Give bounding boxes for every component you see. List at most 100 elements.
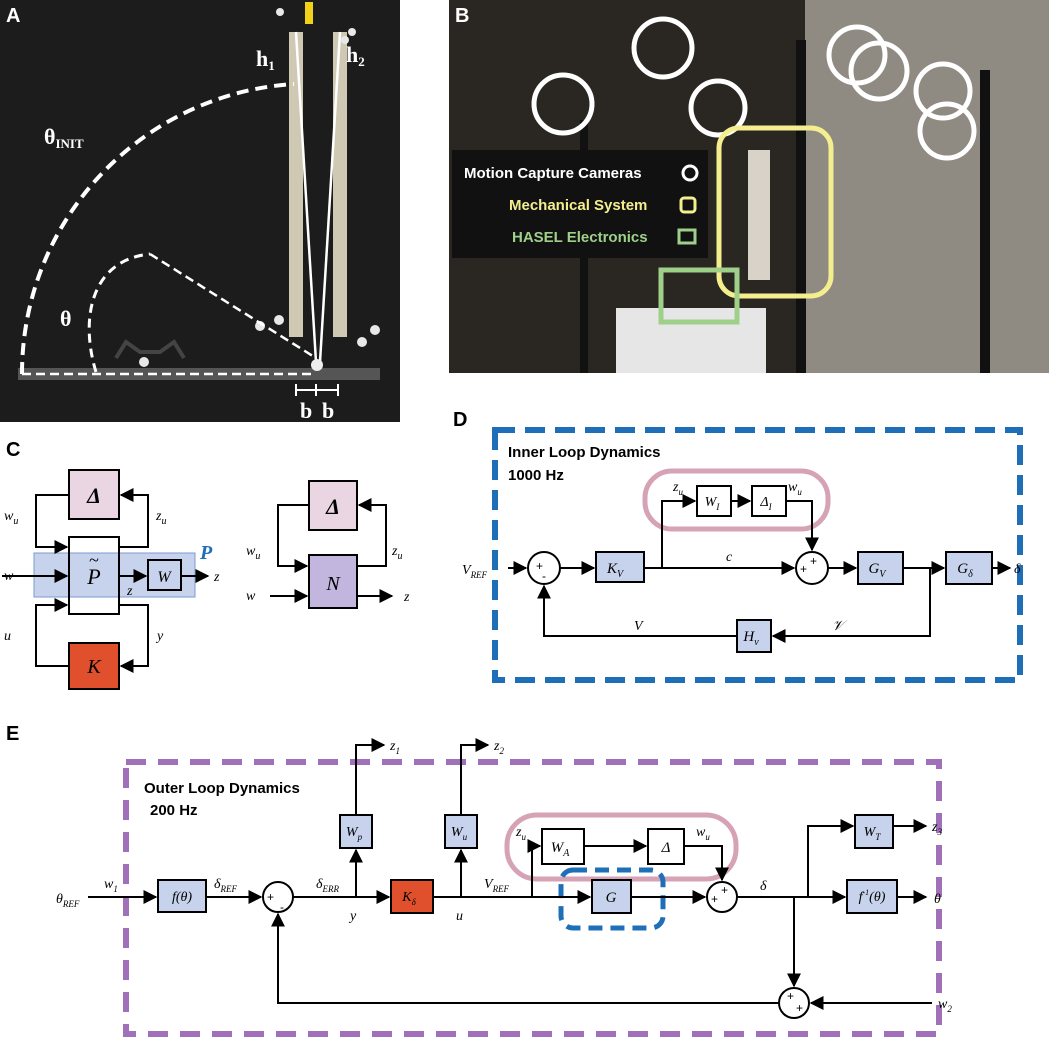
bracket [114,339,186,360]
c-z-label: z [213,570,220,585]
e-w2-label: w2 [938,997,952,1014]
legend-box [452,150,708,258]
inner-plant-box [558,867,666,931]
camera-circles [531,16,977,161]
panel-d: D Inner Loop Dynamics 1000 Hz KV WI ΔI G… [453,409,1023,683]
legend-cameras: Motion Capture Cameras [464,165,642,182]
wu-block-text: Wu [451,825,468,842]
d-vref-label: VREF [462,563,488,580]
legend-camera-icon [681,164,699,182]
gdelta-text: Gδ [957,561,973,580]
c-zu-label: zu [155,509,166,527]
kv-block [595,551,645,583]
k-block-text: K [86,656,102,678]
inner-loop-rate: 1000 Hz [508,467,564,484]
panel-b: Motion Capture Cameras Mechanical System… [449,0,1049,373]
legend-mechanical: Mechanical System [509,197,647,214]
c-right-zu-label: zu [391,544,402,562]
delta-text-right: Δ [325,494,340,519]
k-delta-text: Kδ [401,890,416,907]
legend-mechanical-icon [679,196,697,214]
sum-e1-minus: - [280,900,284,914]
d-delta-out-label: δ [1014,562,1021,577]
d-zu-label: zu [672,480,683,497]
b-right-label: b [322,398,334,423]
panel-c-label: C [6,439,20,461]
sum-e3-plus-a: + [787,989,794,1003]
wa-text: WA [551,840,571,859]
theta-label: θ [60,306,71,331]
delta-text-e: Δ [661,840,671,856]
c-right-wu-label: wu [246,544,260,562]
delta-text-left: Δ [86,483,101,508]
d-wu-label: wu [788,480,802,497]
h2-label: h2 [346,42,365,69]
k-block [68,642,120,690]
d-v-label: V [634,619,644,634]
gv-block [857,551,904,585]
stand-pole-1 [796,40,806,373]
theta-init-arc [19,82,295,375]
sum-e2-plus-a: + [711,892,718,906]
wp-block [339,814,373,849]
outer-loop-rate: 200 Hz [150,802,198,819]
c-u-label: u [4,629,11,644]
c-y-label: y [155,629,164,644]
inner-loop-box [492,427,1023,683]
pivot [311,359,323,371]
panel-a: A θINIT θ h1 h2 b b [0,0,400,423]
mocap-markers [139,8,380,367]
p-label: P [199,542,213,564]
e-y-label: y [348,909,357,924]
e-delta-ref-label: δREF [214,877,238,894]
panel-e-label: E [6,723,19,745]
p-tilde-tilde: ~ [89,550,99,570]
sum-d2-plus-a: + [800,562,807,576]
panel-c: C P Δ P ~ W K wu zu w z z u y Δ N [2,439,410,690]
e-delta-err-label: δERR [316,877,340,894]
delta-block-right [308,480,358,531]
link-right [318,31,342,363]
c-wu-label: wu [4,509,18,527]
deltai-text: ΔI [759,495,772,512]
actuator-left [289,32,303,337]
sum-d2-plus-b: + [810,554,817,568]
stand-pole-2 [980,70,990,373]
c-right-w-label: w [246,589,256,604]
g-block [591,879,632,914]
e-vref-label: VREF [484,877,510,894]
c-right-z-label: z [403,590,410,605]
e-wu-label: wu [696,825,710,842]
w-block-text: W [157,569,172,586]
panel-d-label: D [453,409,467,431]
wa-block [541,828,585,865]
backdrop-cloth [805,0,1049,373]
sum-d1-minus: - [542,569,546,583]
wt-text: WT [864,825,882,842]
outer-loop-title: Outer Loop Dynamics [144,780,300,797]
gdelta-block [945,551,993,585]
panel-a-label: A [6,5,20,27]
kv-text: KV [606,561,625,580]
electronics-box [658,267,740,325]
delta-block-left [68,469,120,520]
sum-d1-plus: + [536,559,543,573]
d-c-label: c [726,550,733,565]
e-theta-ref-label: θREF [56,892,80,909]
f-theta-text: f(θ) [172,890,192,905]
c-ztilde-label: z [126,584,133,599]
e-zu-label: zu [515,825,526,842]
wi-text: WI [705,495,721,512]
e-delta-label: δ [760,879,767,894]
d-vscript-label: 𝒱 [832,619,848,634]
n-block-text: N [325,573,341,595]
hv-text: Hv [742,629,759,648]
e-theta-out-label: θ [934,892,941,907]
e-z2-label: z2 [493,739,504,756]
mechanical-box [716,125,834,299]
legend-electronics-icon [677,228,697,245]
sum-e2-plus-b: + [721,883,728,897]
p-tilde-text: P [86,564,100,589]
legend-electronics: HASEL Electronics [512,229,648,246]
